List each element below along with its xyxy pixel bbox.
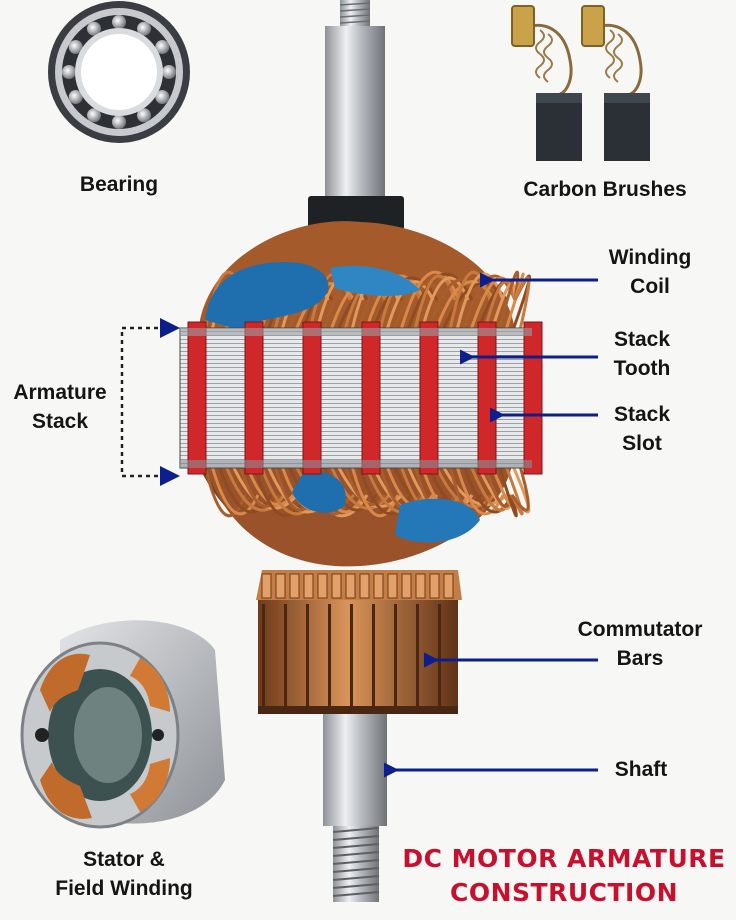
label-stack-tooth: Stack Tooth: [613, 328, 671, 380]
winding-wire-top: [413, 274, 457, 331]
commutator-bar-gap: [262, 604, 265, 708]
armature-stack-bracket: [120, 318, 180, 486]
commutator-bar-gap: [372, 604, 375, 708]
label-bearing: Bearing: [79, 173, 159, 196]
bearing-ball: [68, 90, 83, 104]
commutator-bar-gap: [284, 604, 287, 708]
diagram-title: DC MOTOR ARMATURE CONSTRUCTION: [392, 842, 736, 910]
winding-wire-top: [420, 276, 470, 331]
label-armature-stack: Armature Stack: [13, 381, 107, 433]
bearing-ball: [62, 65, 76, 79]
bearing-ball: [162, 65, 176, 79]
bearing-ball: [112, 115, 126, 129]
stack-slot-insulation: [302, 321, 322, 475]
label-stack-slot: Stack Slot: [613, 403, 671, 455]
stack-slot-insulation: [477, 321, 497, 475]
winding-wire-top: [483, 280, 517, 331]
winding-wire-bottom: [203, 465, 247, 518]
label-shaft: Shaft: [614, 758, 668, 781]
armature-stack: [179, 321, 543, 475]
commutator-riser: [345, 573, 356, 599]
bearing-ball: [68, 40, 83, 54]
commutator-riser: [443, 573, 454, 599]
commutator-riser: [275, 573, 286, 599]
bearing-ball: [155, 90, 170, 104]
winding-wire-bottom: [350, 465, 400, 518]
commutator-riser: [261, 573, 272, 599]
commutator-bar-gap: [350, 604, 353, 708]
commutator-bar-gap: [328, 604, 331, 708]
label-stator-field-winding: Stator & Field Winding: [55, 848, 193, 900]
stack-slot-insulation: [419, 321, 439, 475]
commutator-riser: [387, 573, 398, 599]
callout-arrows: [384, 272, 598, 778]
stack-slot-insulation: [361, 321, 381, 475]
commutator-riser: [373, 573, 384, 599]
label-winding-coil: Winding Coil: [608, 246, 692, 298]
commutator-bar-gap: [438, 604, 441, 708]
commutator-riser: [401, 573, 412, 599]
winding-wire-top: [427, 278, 483, 331]
bearing-illustration: [48, 1, 190, 143]
bearing-ball: [87, 21, 101, 36]
winding-wire-bottom: [510, 465, 530, 512]
winding-wire-bottom: [217, 465, 273, 514]
armature-winding: [183, 221, 531, 567]
label-carbon-brushes: Carbon Brushes: [523, 178, 687, 201]
bearing-ball: [137, 21, 151, 36]
commutator-bar-gap: [416, 604, 419, 708]
commutator-bar-gap: [306, 604, 309, 708]
commutator-riser: [429, 573, 440, 599]
stator-illustration: [20, 620, 225, 829]
bearing-ball: [87, 108, 101, 123]
title-line-1: DC MOTOR ARMATURE: [402, 844, 726, 873]
bearing-ball: [137, 108, 151, 123]
winding-wire-bottom: [210, 465, 260, 516]
label-commutator-bars: Commutator Bars: [577, 618, 703, 670]
commutator-bar-gap: [394, 604, 397, 708]
commutator-riser: [331, 573, 342, 599]
shaft-top: [308, 0, 404, 230]
bearing-ball: [112, 15, 126, 29]
stack-slot-insulation: [187, 321, 207, 475]
commutator-riser: [289, 573, 300, 599]
stack-slot-insulation: [244, 321, 264, 475]
winding-wire-top: [504, 272, 525, 331]
bearing-ball: [155, 40, 170, 54]
winding-wire-top: [399, 270, 461, 331]
commutator-riser: [359, 573, 370, 599]
shaft-bottom: [323, 714, 387, 902]
stack-slot-insulation: [523, 321, 543, 475]
winding-wire-bottom: [252, 465, 308, 518]
winding-wire-bottom: [504, 465, 524, 516]
winding-wire-bottom: [497, 465, 518, 518]
title-line-2: CONSTRUCTION: [449, 878, 678, 907]
commutator-riser: [415, 573, 426, 599]
commutator: [256, 570, 462, 714]
winding-wire-bottom: [329, 465, 391, 510]
carbon-brushes-illustration: [511, 5, 650, 161]
commutator-riser: [317, 573, 328, 599]
commutator-riser: [303, 573, 314, 599]
winding-wire-bottom: [238, 465, 282, 508]
winding-wire-top: [497, 270, 520, 331]
